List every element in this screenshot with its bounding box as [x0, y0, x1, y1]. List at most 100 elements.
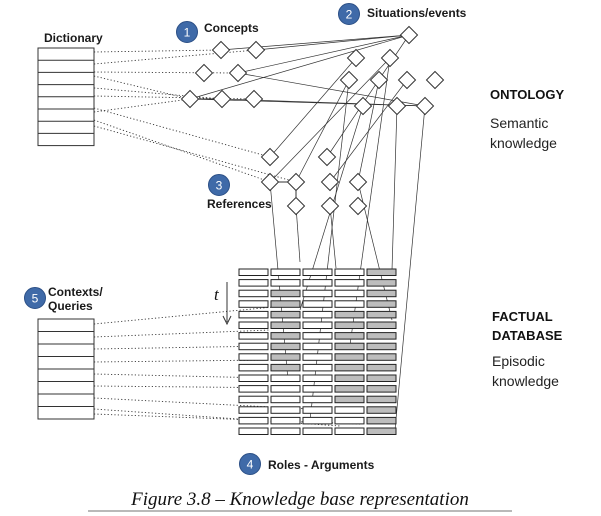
database-cell	[302, 268, 333, 276]
roles-arguments-label: Roles - Arguments	[268, 458, 375, 472]
dictionary-label: Dictionary	[44, 31, 103, 45]
database-cell	[302, 385, 333, 393]
dotted-mapping-line	[93, 71, 239, 74]
database-cell	[302, 342, 333, 351]
database-cell-shaded	[334, 321, 365, 329]
database-cell-shaded	[366, 427, 397, 435]
dotted-mapping-line	[93, 329, 271, 338]
database-cell-shaded	[366, 279, 397, 287]
database-cell	[270, 268, 301, 276]
badge-references: 3	[208, 174, 230, 196]
ontology-node	[397, 70, 417, 90]
database-cell	[238, 363, 269, 372]
database-cell	[302, 279, 333, 287]
contexts-label: Contexts/	[48, 285, 103, 299]
ontology-node	[244, 89, 264, 109]
database-cell-shaded	[270, 289, 301, 298]
database-cell	[238, 268, 269, 276]
badge-roles-number: 4	[247, 458, 254, 472]
ontology-node	[211, 40, 231, 60]
database-cell-shaded	[366, 289, 397, 298]
ontology-node	[320, 172, 340, 192]
database-cell	[270, 374, 301, 382]
database-cell	[302, 332, 333, 340]
references-label: References	[207, 197, 272, 211]
ontology-node	[194, 63, 214, 83]
contexts-queries-table	[37, 318, 95, 420]
ontology-node	[346, 48, 366, 68]
database-cell-shaded	[334, 332, 365, 340]
database-cell	[238, 300, 269, 308]
relation-link	[269, 57, 391, 183]
ontology-heading: ONTOLOGY	[490, 87, 564, 102]
relation-link	[329, 205, 337, 269]
ontology-node	[286, 196, 306, 216]
ontology-node	[260, 172, 280, 192]
ontology-node	[353, 96, 373, 116]
ontology-node	[246, 40, 266, 60]
relation-link	[269, 57, 357, 158]
dotted-mapping-line	[93, 49, 257, 65]
database-cell	[238, 353, 269, 361]
database-cell-shaded	[270, 342, 301, 351]
database-cell	[302, 353, 333, 361]
database-cell	[302, 321, 333, 329]
database-cell-shaded	[366, 332, 397, 340]
database-cell	[270, 385, 301, 393]
queries-label: Queries	[48, 299, 93, 313]
concepts-label: Concepts	[204, 21, 259, 35]
database-cell	[334, 279, 365, 287]
database-heading: DATABASE	[492, 328, 563, 343]
database-cell	[238, 385, 269, 393]
database-cell	[238, 374, 269, 382]
database-cell	[238, 416, 269, 425]
database-cell	[270, 279, 301, 287]
database-cell-shaded	[334, 310, 365, 319]
database-cell-shaded	[366, 416, 397, 425]
database-cell	[302, 427, 333, 435]
database-cell	[302, 300, 333, 308]
database-cell	[238, 289, 269, 298]
database-cell	[302, 374, 333, 382]
episodic-label: Episodic	[492, 353, 545, 369]
database-cell	[302, 310, 333, 319]
semantic-label: Semantic	[490, 115, 548, 131]
dotted-mapping-line	[93, 98, 191, 113]
database-cell	[302, 289, 333, 298]
ontology-node	[320, 196, 340, 216]
badge-roles: 4	[239, 453, 261, 475]
ontology-node	[260, 147, 280, 167]
database-cell-shaded	[270, 321, 301, 329]
ontology-node	[387, 96, 407, 116]
database-cell	[238, 279, 269, 287]
database-cell	[334, 289, 365, 298]
database-cell	[238, 427, 269, 435]
database-cell	[238, 395, 269, 404]
factual-heading: FACTUAL	[492, 309, 553, 324]
database-cell-shaded	[334, 363, 365, 372]
ontology-node	[348, 172, 368, 192]
relation-link	[295, 205, 301, 263]
database-cell	[270, 427, 301, 435]
ontology-node	[212, 89, 232, 109]
database-cell-shaded	[366, 321, 397, 329]
relation-link	[309, 79, 350, 421]
database-cell-shaded	[270, 310, 301, 319]
relation-link	[394, 105, 426, 431]
relation-link	[295, 79, 350, 183]
ontology-node	[317, 147, 337, 167]
database-cell-shaded	[366, 363, 397, 372]
ontology-node	[180, 89, 200, 109]
database-cell	[302, 406, 333, 414]
relation-link	[326, 34, 410, 158]
database-cell-shaded	[366, 342, 397, 351]
ontology-node	[399, 25, 419, 45]
database-cell	[334, 300, 365, 308]
ontology-node	[380, 48, 400, 68]
database-cell	[238, 310, 269, 319]
database-cell	[270, 406, 301, 414]
database-cell-shaded	[270, 353, 301, 361]
database-cell	[334, 416, 365, 425]
database-cell-shaded	[334, 342, 365, 351]
